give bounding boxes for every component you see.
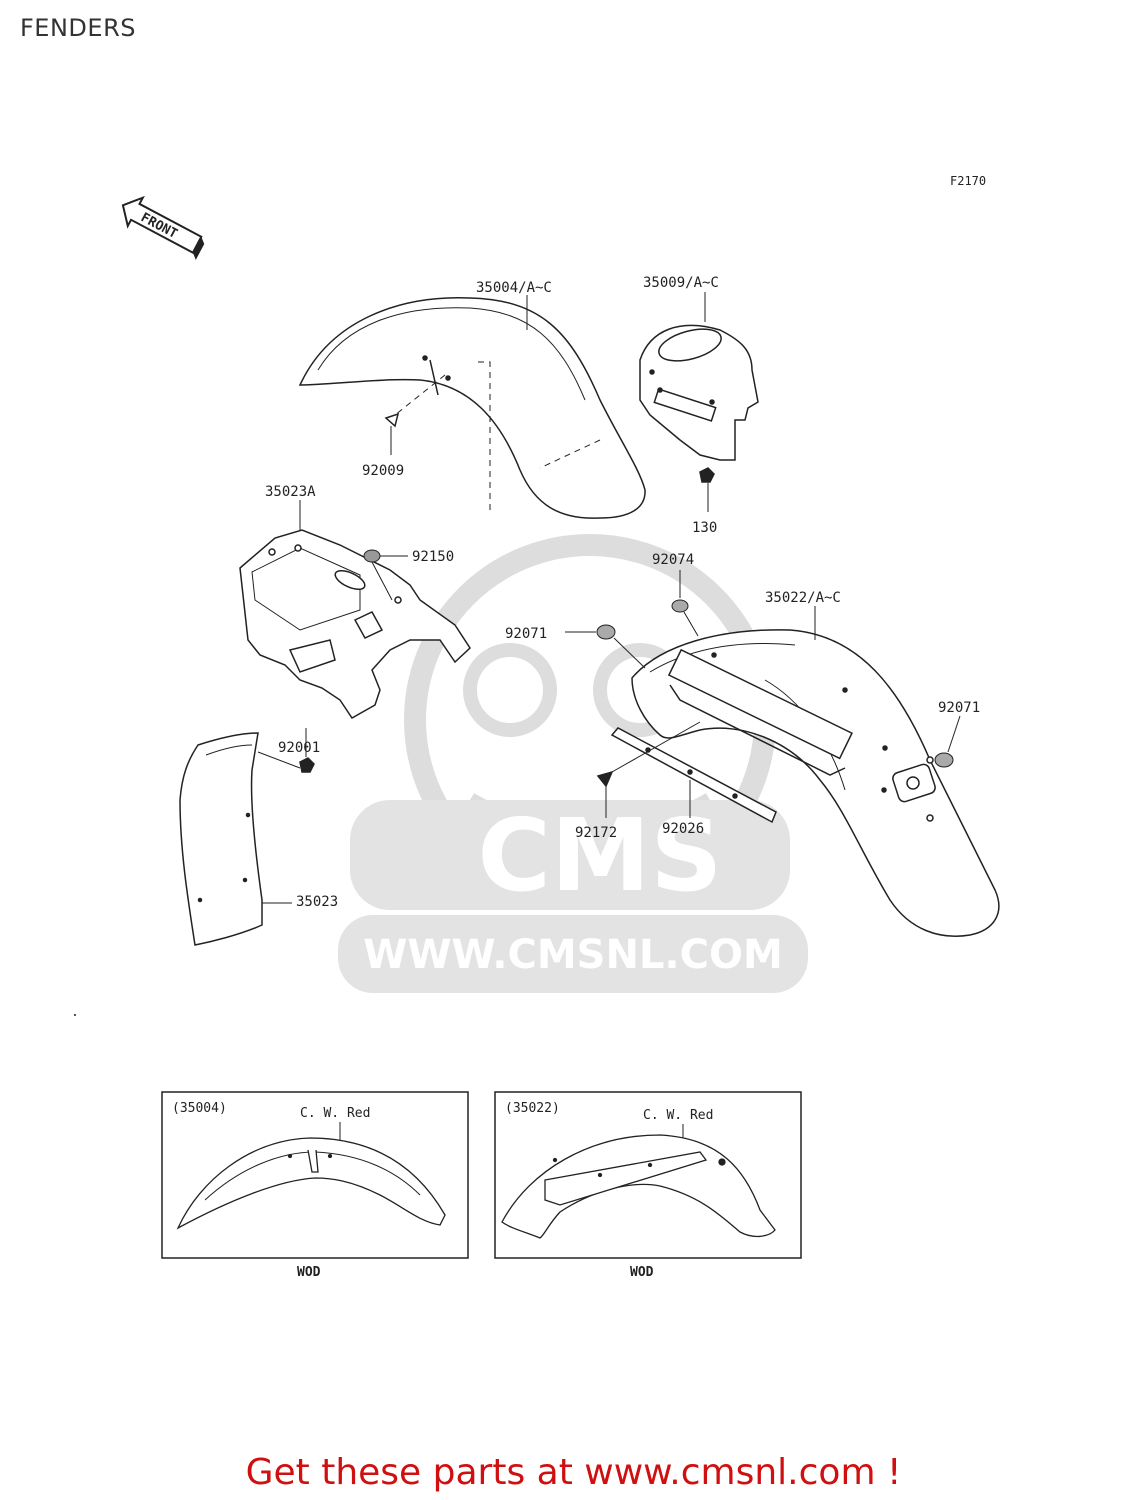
front-fender-35004 (298, 297, 646, 519)
label-92071-right: 92071 (938, 700, 980, 716)
inset-35004-fender (176, 1137, 446, 1230)
front-fender-dashed-guide (394, 361, 601, 510)
bolt-130-icon (699, 467, 715, 483)
label-92026: 92026 (662, 821, 704, 837)
leader-92071-left (565, 631, 646, 669)
label-92150: 92150 (412, 549, 454, 565)
inset-35022-caption: WOD (630, 1265, 654, 1280)
inset-35022-color: C. W. Red (643, 1108, 713, 1123)
label-35004: 35004/A~C (476, 280, 552, 296)
watermark-url: WWW.CMSNL.COM (363, 932, 783, 978)
leader-92172 (605, 721, 701, 818)
label-92172: 92172 (575, 825, 617, 841)
figure-code: F2170 (950, 174, 986, 188)
watermark-brand: CMS (478, 797, 723, 914)
inset-35004-color: C. W. Red (300, 1106, 370, 1121)
label-92001: 92001 (278, 740, 320, 756)
inset-35004-ref: (35004) (172, 1101, 227, 1116)
fender-bracket-35009 (639, 324, 759, 461)
bolt-92009-icon (384, 412, 400, 428)
screw-92001-icon (299, 757, 315, 773)
front-arrow-icon: FRONT (121, 195, 205, 260)
label-92074: 92074 (652, 552, 694, 568)
page-title: FENDERS (20, 14, 136, 42)
bolt-92172-icon (596, 770, 614, 788)
leader-92074 (679, 570, 699, 637)
label-35023a: 35023A (265, 484, 316, 500)
washer-92071-left-icon (596, 624, 616, 640)
rear-fender-35022 (631, 629, 1000, 937)
grommet-92074-icon (671, 599, 689, 613)
footer-shop-link[interactable]: Get these parts at www.cmsnl.com ! (245, 1452, 902, 1493)
stray-dot (74, 1014, 76, 1016)
label-130: 130 (692, 520, 717, 536)
label-35023: 35023 (296, 894, 338, 910)
leader-92150 (371, 555, 408, 601)
label-92009: 92009 (362, 463, 404, 479)
mud-flap-35023 (179, 732, 263, 946)
fender-stay-92026 (610, 727, 777, 824)
watermark-brand-box (350, 800, 790, 910)
grommet-92150-icon (363, 549, 381, 563)
inset-35022-ref: (35022) (505, 1101, 560, 1116)
leader-92071-right (947, 715, 961, 753)
label-35022: 35022/A~C (765, 590, 841, 606)
washer-92071-right-icon (934, 752, 954, 768)
label-92071-left: 92071 (505, 626, 547, 642)
inset-35004-caption: WOD (297, 1265, 321, 1280)
battery-case-35023a (239, 529, 471, 719)
leader-92001 (257, 728, 307, 769)
inset-35022-fender (501, 1134, 776, 1239)
watermark-url-box (338, 915, 808, 993)
label-35009: 35009/A~C (643, 275, 719, 291)
